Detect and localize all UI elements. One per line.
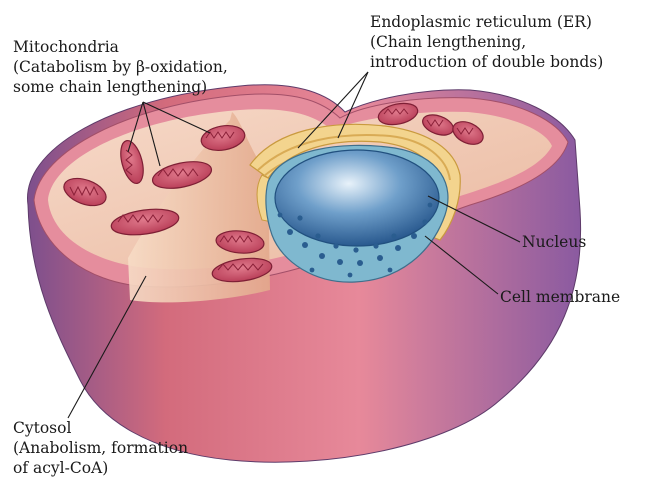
label-cytosol: Cytosol (Anabolism, formation of acyl-Co… [13,418,188,478]
label-mitochondria: Mitochondria (Catabolism by β-oxidation,… [13,37,228,97]
label-er-line2: (Chain lengthening, [370,32,603,52]
label-cytosol-title: Cytosol [13,418,188,438]
label-er: Endoplasmic reticulum (ER) (Chain length… [370,12,603,72]
label-cell-membrane: Cell membrane [500,287,620,307]
label-mitochondria-title: Mitochondria [13,37,228,57]
label-nucleus-text: Nucleus [522,232,586,252]
label-nucleus: Nucleus [522,232,586,252]
nucleus [275,150,439,246]
label-cytosol-line3: of acyl-CoA) [13,458,188,478]
label-er-title: Endoplasmic reticulum (ER) [370,12,603,32]
label-cytosol-line2: (Anabolism, formation [13,438,188,458]
label-mitochondria-line2: (Catabolism by β-oxidation, [13,57,228,77]
label-mitochondria-line3: some chain lengthening) [13,77,228,97]
label-er-line3: introduction of double bonds) [370,52,603,72]
label-cell-membrane-text: Cell membrane [500,287,620,307]
